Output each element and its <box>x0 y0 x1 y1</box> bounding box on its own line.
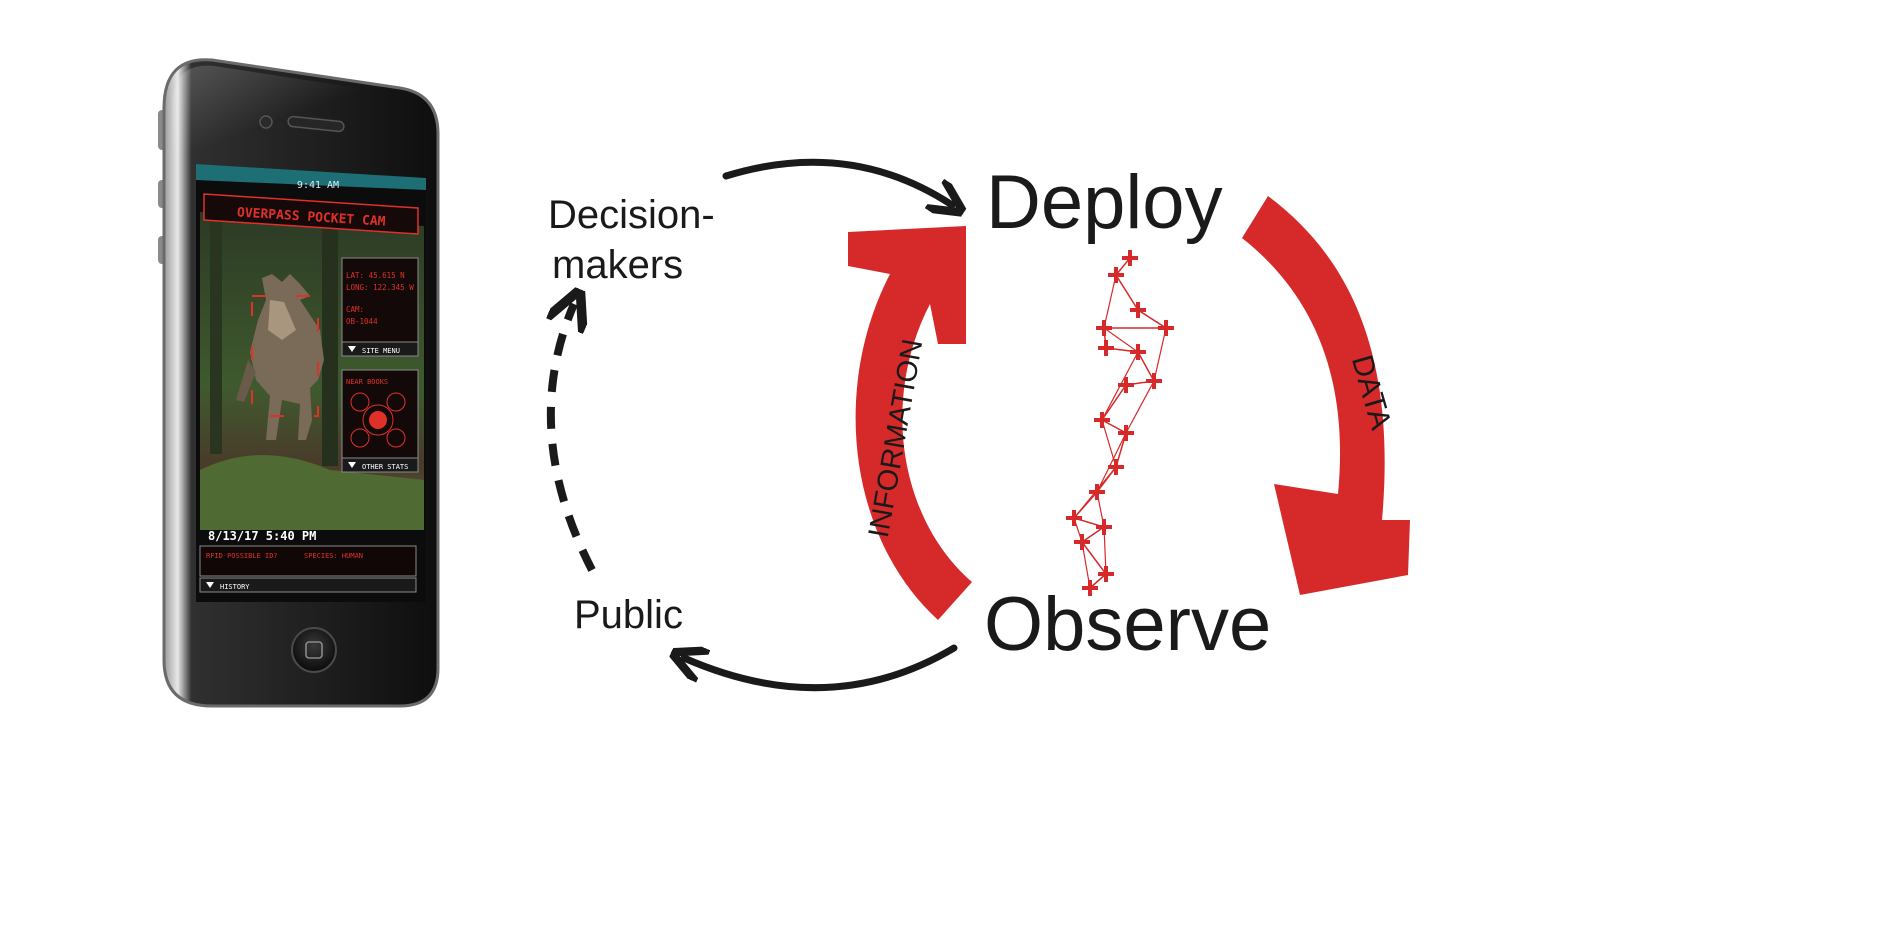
panel-latitude: LAT: 45.615 N <box>346 271 405 280</box>
home-button[interactable] <box>291 627 337 673</box>
front-camera-icon <box>259 115 273 129</box>
speaker-grille <box>287 115 345 133</box>
track-cross-icon <box>1098 566 1114 582</box>
track-cross-icon <box>1074 534 1090 550</box>
phone-glare <box>172 65 430 160</box>
track-cross-icon <box>1118 425 1134 441</box>
species-text: SPECIES: HUMAN <box>304 552 363 560</box>
track-path <box>1072 257 1169 589</box>
track-cross-icon <box>1158 320 1174 336</box>
radar-ring <box>350 428 370 448</box>
dropdown-triangle-icon <box>348 346 356 352</box>
other-stats-label: OTHER STATS <box>362 463 408 471</box>
radar-ring <box>386 392 406 412</box>
deploy-observe-cycle: DATA INFORMATION Deploy Observe Decision… <box>548 158 1410 692</box>
track-cross-icon <box>1122 250 1138 266</box>
data-arrow <box>1242 196 1410 595</box>
decision-makers-label: Decision- <box>548 193 715 237</box>
dashed-arrow-public-to-decision <box>551 304 596 572</box>
dropdown-triangle-icon <box>348 462 356 468</box>
photo-timestamp: 8/13/17 5:40 PM <box>208 529 316 543</box>
track-cross-icon <box>1066 510 1082 526</box>
track-cross-icon <box>1130 344 1146 360</box>
radar-ring <box>350 392 370 412</box>
track-cross-icon <box>1130 302 1146 318</box>
phone-screen: 9:41 AM OVERPASS POCKET CAM LAT: 45.615 … <box>196 164 426 602</box>
other-stats-button[interactable] <box>341 457 419 473</box>
track-cross-icon <box>1094 412 1110 428</box>
arrow-observe-to-public <box>684 644 958 692</box>
panel-cam-label: CAM: <box>346 305 364 314</box>
radar-target-outline <box>362 404 394 436</box>
track-cross-icon <box>1096 519 1112 535</box>
history-button[interactable] <box>199 577 417 593</box>
history-label: HISTORY <box>220 583 250 591</box>
radar-ring <box>386 428 406 448</box>
id-info-bar <box>199 545 417 577</box>
observe-label: Observe <box>984 582 1271 667</box>
dropdown-triangle-icon <box>206 582 214 588</box>
track-cross-icon <box>1108 267 1124 283</box>
track-cross-icon <box>1098 340 1114 356</box>
public-label: Public <box>574 593 683 637</box>
site-menu-label: SITE MENU <box>362 347 400 355</box>
deploy-label: Deploy <box>986 160 1223 245</box>
site-menu-button[interactable] <box>341 341 419 357</box>
coyote-image <box>236 274 324 440</box>
track-cross-icon <box>1089 484 1105 500</box>
panel2-title: NEAR BOOKS <box>346 378 388 386</box>
panel-cam-id: OB-1044 <box>346 317 378 326</box>
decision-makers-label-line2: makers <box>552 243 683 287</box>
tree-trunk <box>210 214 222 454</box>
track-cross-icon <box>1082 580 1098 596</box>
status-time: 9:41 AM <box>297 180 339 191</box>
phone-illustration: 9:41 AM OVERPASS POCKET CAM LAT: 45.615 … <box>158 58 440 708</box>
tree-trunk <box>322 226 338 466</box>
track-cross-icon <box>1118 377 1134 393</box>
panel-longitude: LONG: 122.345 W <box>346 283 414 292</box>
rfid-text: RFID POSSIBLE ID? <box>206 552 278 560</box>
home-button-icon <box>305 641 323 659</box>
animal-track <box>1066 250 1174 596</box>
app-title-bar <box>203 193 419 235</box>
ground <box>200 455 424 530</box>
arrow-decision-to-deploy <box>722 158 952 205</box>
track-cross-icon <box>1146 373 1162 389</box>
detection-box <box>251 295 319 417</box>
information-arrow <box>848 226 972 620</box>
track-cross-icon <box>1096 320 1112 336</box>
track-cross-icon <box>1108 459 1124 475</box>
radar-target-icon <box>369 411 387 429</box>
